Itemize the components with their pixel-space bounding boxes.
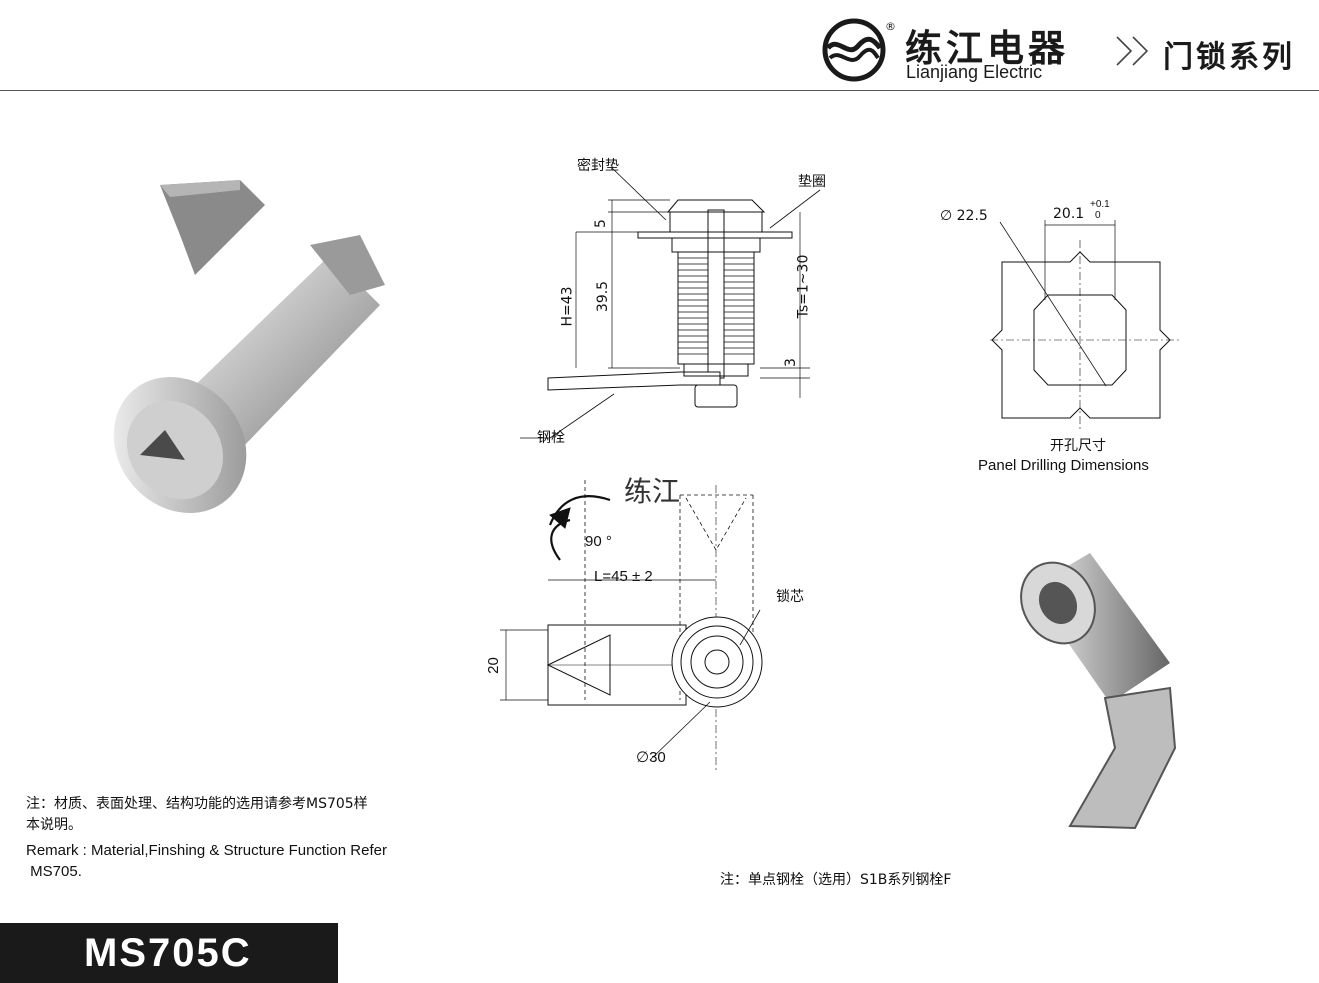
note-cn-line2: 本说明。: [26, 817, 82, 833]
dim-5: 5: [592, 219, 609, 228]
dim-3: 3: [782, 358, 799, 367]
dim-rotation: 90 °: [585, 533, 612, 550]
dim-tolerance-lower: 0: [1095, 210, 1101, 221]
product-photo-front: [113, 180, 385, 514]
registered-mark: ®: [885, 20, 896, 33]
dim-dia-22-5: ∅ 22.5: [940, 208, 988, 224]
model-number: MS705C: [84, 931, 252, 975]
note-cam: 注：单点钢栓（选用）S1B系列钢栓F: [720, 872, 952, 888]
dim-dia-30: ∅30: [636, 749, 666, 766]
label-washer: 垫圈: [798, 174, 826, 190]
note-en-line1: Remark : Material,Finshing & Structure F…: [26, 842, 387, 859]
brand-name-cn: 练江电器: [905, 27, 1069, 70]
note-en-line2: MS705.: [26, 863, 82, 880]
label-steel-cam: 钢栓: [537, 430, 565, 446]
watermark-text: 练江: [624, 475, 681, 508]
brand-name-en: Lianjiang Electric: [906, 62, 1043, 82]
header-divider: [0, 90, 1319, 91]
top-view-drawing: [500, 480, 763, 770]
dim-ts: Ts=1~30: [795, 254, 812, 319]
panel-title-cn: 开孔尺寸: [1050, 438, 1106, 454]
note-cn-line1: 注：材质、表面处理、结构功能的选用请参考MS705样: [26, 796, 368, 812]
double-chevron-icon: [1116, 36, 1149, 66]
side-view-drawing: [520, 167, 821, 439]
product-photo-back: [1020, 553, 1177, 830]
dim-tolerance-upper: +0.1: [1090, 199, 1110, 210]
dim-20: 20: [484, 657, 502, 674]
model-badge: [0, 923, 338, 983]
dim-h: H=43: [559, 286, 576, 327]
label-gasket: 密封垫: [577, 158, 619, 174]
series-title: 门锁系列: [1163, 40, 1295, 75]
label-lock-core: 锁芯: [776, 589, 804, 605]
panel-title-en: Panel Drilling Dimensions: [978, 457, 1149, 474]
dim-39-5: 39.5: [595, 280, 612, 313]
panel-drilling-drawing: [990, 220, 1180, 430]
dim-length: L=45 ± 2: [594, 568, 653, 585]
dim-20-1: 20.1: [1053, 206, 1085, 222]
brand-logo: [822, 18, 886, 82]
